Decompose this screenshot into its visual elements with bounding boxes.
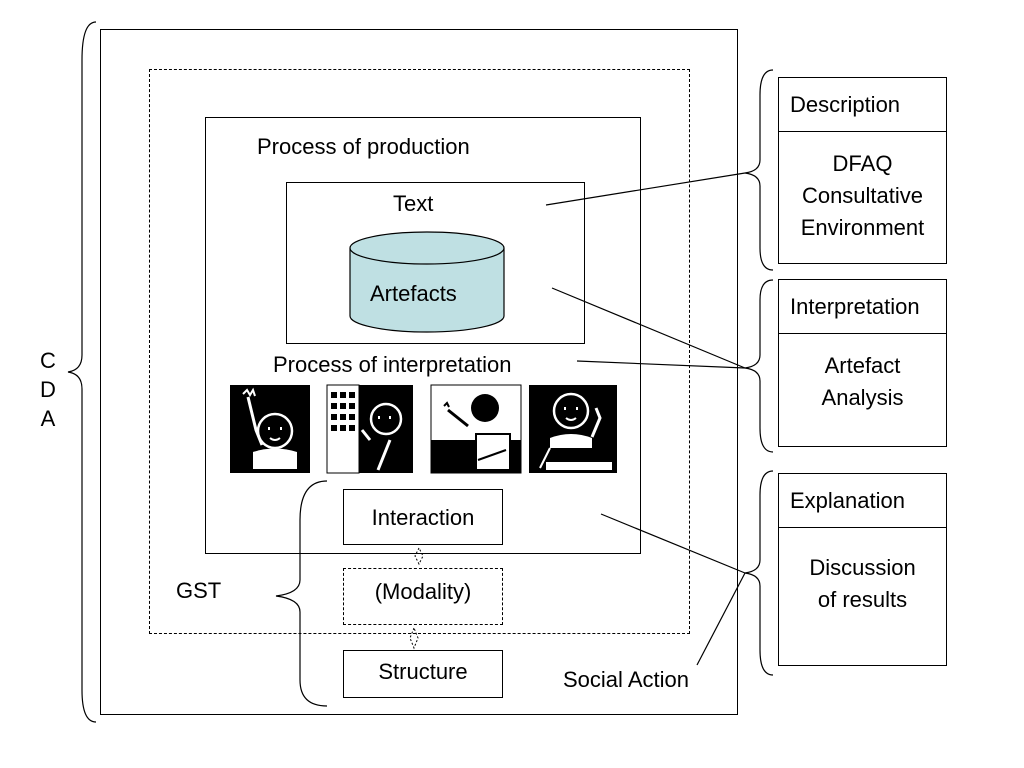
social-action-frame <box>149 69 690 634</box>
interaction-to-explanation-line <box>600 513 746 574</box>
explanation-brace <box>744 470 774 676</box>
structure-label: Structure <box>378 659 468 684</box>
social-action-label: Social Action <box>563 667 689 692</box>
text-frame <box>286 182 585 344</box>
interaction-label: Interaction <box>371 505 475 530</box>
cda-brace <box>67 21 97 723</box>
explanation-panel: Explanation Discussion of results <box>778 473 947 666</box>
interpretation-to-interpretation-line <box>576 360 746 369</box>
artefacts-cylinder-icon <box>349 231 505 333</box>
production-label: Process of production <box>257 134 470 159</box>
production-frame <box>205 117 641 554</box>
interpretation-label: Process of interpretation <box>273 352 512 377</box>
interaction-box <box>343 489 503 545</box>
modality-box <box>343 568 503 625</box>
artefacts-label: Artefacts <box>370 281 457 306</box>
cda-frame <box>100 29 738 715</box>
person-presenting-icon <box>430 384 522 474</box>
person-thinking-icon <box>529 385 617 473</box>
description-body: DFAQ Consultative Environment <box>800 151 925 240</box>
gst-label: GST <box>176 578 222 603</box>
explanation-body: Discussion of results <box>809 555 916 612</box>
description-panel: Description DFAQ Consultative Environmen… <box>778 77 947 264</box>
text-to-description-line <box>545 172 746 206</box>
modality-structure-arrow <box>409 626 419 650</box>
description-brace <box>744 69 774 271</box>
text-label: Text <box>393 191 434 216</box>
cda-label: C D A <box>40 348 56 431</box>
interpretation-panel: Interpretation Artefact Analysis <box>778 279 947 447</box>
person-raising-hand-icon <box>230 385 310 473</box>
gst-brace <box>275 480 328 707</box>
interaction-modality-arrow <box>414 546 424 566</box>
social-action-to-explanation-line <box>696 572 746 666</box>
interpretation-brace <box>744 279 774 453</box>
person-pointing-at-board-icon <box>326 384 413 474</box>
description-header: Description <box>779 78 946 132</box>
interpretation-header: Interpretation <box>779 280 946 334</box>
interpretation-body: Artefact Analysis <box>821 353 904 410</box>
artefacts-to-interpretation-line <box>551 287 746 369</box>
modality-label: (Modality) <box>374 579 472 604</box>
explanation-header: Explanation <box>779 474 946 528</box>
structure-box <box>343 650 503 698</box>
